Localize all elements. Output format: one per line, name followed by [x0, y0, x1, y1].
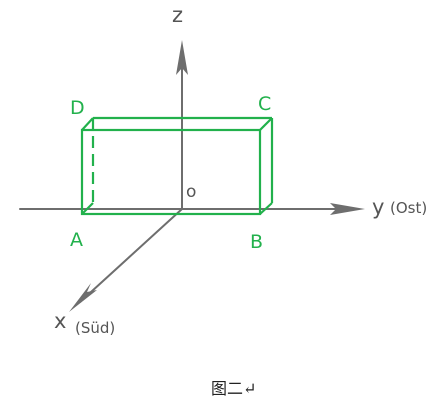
x-axis-label: x [54, 309, 66, 333]
vertex-label-c: C [258, 93, 271, 115]
box-edge-bottom-right [259, 202, 273, 215]
y-axis-note: (Ost) [390, 199, 427, 217]
y-axis-label: y [372, 195, 384, 219]
box-front-face [80, 128, 262, 216]
x-axis-note: (Süd) [75, 319, 115, 337]
rectangular-box [80, 116, 274, 216]
box-edge-top-left [81, 117, 94, 131]
z-axis-arrowhead [176, 40, 188, 75]
z-axis-label: z [172, 3, 183, 27]
x-axis-line [79, 208, 183, 303]
vertex-label-a: A [70, 229, 83, 251]
x-axis-arrowhead [69, 283, 97, 312]
axes [19, 40, 365, 312]
box-hidden-bottom-depth-edge [81, 202, 94, 215]
y-axis-arrowhead [330, 203, 365, 215]
vertex-label-d: D [70, 97, 85, 119]
figure-caption: 图二↵ [211, 379, 256, 398]
origin-label: o [186, 182, 196, 202]
vertex-label-b: B [250, 231, 263, 253]
box-edge-top-right [259, 117, 273, 131]
